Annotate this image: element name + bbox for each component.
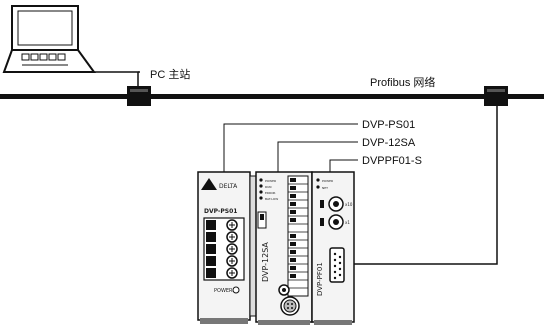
psu-terminal-block xyxy=(206,219,238,279)
delta-logo-icon xyxy=(201,178,217,190)
profibus-network-label: Profibus 网络 xyxy=(370,75,435,89)
dvp-ps01-module: DELTA DVP-PS01 POWER xyxy=(197,171,257,324)
svg-text:BAT.LOW: BAT.LOW xyxy=(265,197,278,201)
svg-text:NET: NET xyxy=(322,186,328,190)
svg-text:x10: x10 xyxy=(345,202,353,207)
cpu-model-text: DVP-12SA xyxy=(261,242,270,282)
callout-ps01 xyxy=(223,123,358,180)
pf-model-text: DVP-PF01 xyxy=(316,262,324,296)
laptop-icon xyxy=(2,5,96,73)
callout-pf01 xyxy=(329,159,358,172)
dvp-12sa-module: POWER RUN ERROR BAT.LOW DVP-12SA xyxy=(255,171,313,325)
svg-text:x1: x1 xyxy=(345,220,350,225)
svg-text:ERROR: ERROR xyxy=(265,191,276,195)
profibus-bus-line xyxy=(0,94,544,99)
psu-power-text: POWER xyxy=(214,288,233,294)
bus-connector-pc xyxy=(127,86,151,106)
psu-model-text: DVP-PS01 xyxy=(204,208,237,215)
dvppf01-s-label: DVPPF01-S xyxy=(362,155,422,167)
callout-12sa xyxy=(277,141,358,172)
dvppf01-s-module: POWER NET x10 x1 DVP-PF01 xyxy=(311,171,355,325)
svg-text:POWER: POWER xyxy=(265,179,276,183)
bus-connector-slave xyxy=(484,86,508,106)
svg-text:RUN: RUN xyxy=(265,185,272,189)
psu-brand-text: DELTA xyxy=(219,183,238,190)
dvp-ps01-label: DVP-PS01 xyxy=(362,119,415,131)
svg-text:POWER: POWER xyxy=(322,179,333,183)
profibus-drop-cable xyxy=(342,106,498,265)
db9-connector xyxy=(329,247,345,283)
dvp-12sa-label: DVP-12SA xyxy=(362,137,416,149)
pc-master-label: PC 主站 xyxy=(150,67,190,81)
